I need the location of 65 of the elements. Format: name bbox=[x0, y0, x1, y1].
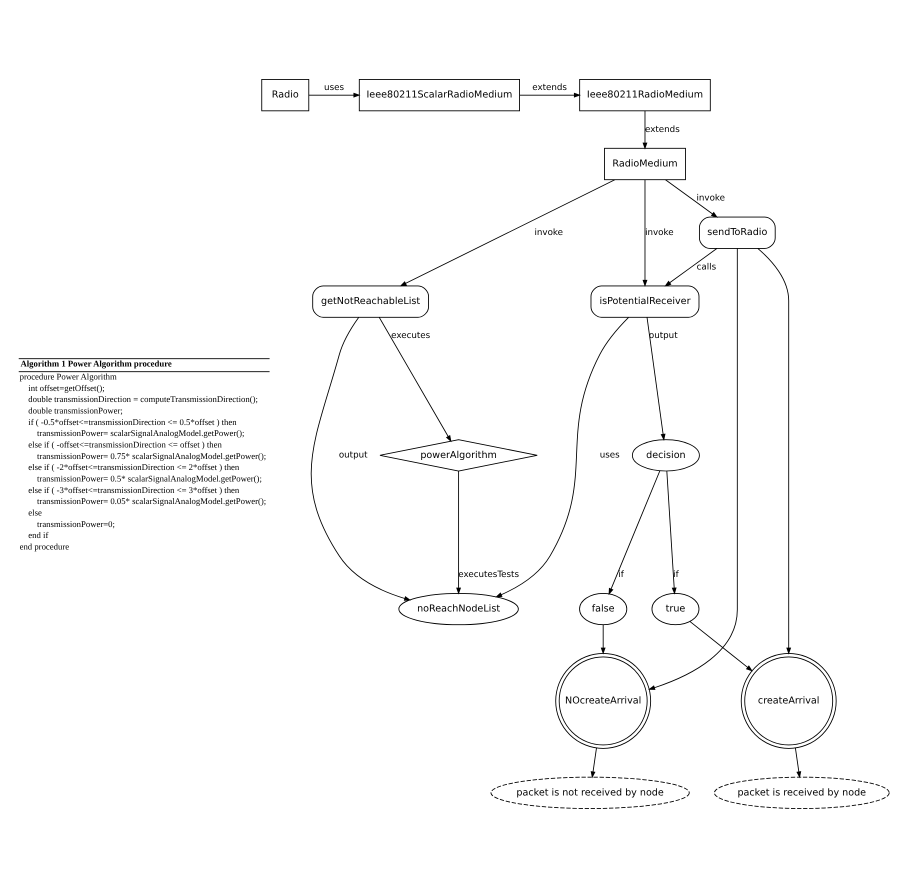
arrow bbox=[519, 92, 581, 98]
label: else if ( -3*offset<=transmissionDirection <= 3*offset ) then bbox=[28, 484, 240, 494]
edge-label: if bbox=[618, 569, 624, 580]
arrow bbox=[757, 248, 792, 654]
label: procedure Power Algorithm bbox=[20, 371, 117, 382]
edge-label: extends bbox=[645, 124, 680, 134]
label: transmissionPower= 0.5* scalarSignalAnalogModel.getPower(); bbox=[37, 472, 262, 483]
arrow bbox=[608, 470, 660, 595]
label: double transmissionDirection = computeTransmissionDirection(); bbox=[28, 394, 258, 404]
arrow bbox=[642, 178, 648, 286]
arrow bbox=[646, 316, 666, 440]
label: transmissionPower= 0.75* scalarSignalAnalogModel.getPower(); bbox=[37, 450, 266, 460]
arrow bbox=[378, 316, 452, 442]
arrow bbox=[666, 470, 677, 594]
node-ellipse: packet is received by node bbox=[714, 776, 890, 808]
arrow bbox=[308, 92, 360, 98]
label: transmissionPower= scalarSignalAnalogModel.getPower(); bbox=[37, 428, 244, 438]
node-diamond: powerAlgorithm bbox=[380, 438, 538, 471]
label: transmissionPower=0; bbox=[37, 518, 115, 528]
node-box: isPotentialReceiver bbox=[590, 284, 700, 318]
label: else bbox=[28, 506, 42, 517]
edge-label: executes bbox=[391, 330, 430, 341]
node-box: sendToRadio bbox=[699, 216, 776, 248]
edge-label: executesTests bbox=[458, 569, 519, 580]
node-ellipse: decision bbox=[632, 438, 700, 471]
edge-label: extends bbox=[532, 82, 567, 92]
edge-label: uses bbox=[324, 82, 344, 92]
arrow bbox=[690, 620, 753, 672]
edge-label: invoke bbox=[534, 227, 563, 238]
arrow bbox=[600, 624, 606, 654]
label: int offset=getOffset(); bbox=[28, 382, 105, 392]
arrow bbox=[495, 316, 629, 597]
label: transmissionPower= 0.05* scalarSignalAnalogModel.getPower(); bbox=[37, 496, 266, 506]
edge-label: output bbox=[338, 450, 368, 460]
edge-label: invoke bbox=[696, 193, 725, 204]
label: double transmissionPower; bbox=[28, 405, 123, 416]
node-box: Ieee80211ScalarRadioMedium bbox=[358, 78, 520, 111]
node-box: getNotReachableList bbox=[312, 284, 429, 318]
label: else if ( -2*offset<=transmissionDirection <= 2*offset ) then bbox=[28, 462, 240, 472]
edge-label: uses bbox=[600, 450, 620, 460]
node-circle: NOcreateArrival bbox=[555, 652, 652, 748]
label: if ( -0.5*offset<=transmissionDirection <= 0.5*offset ) then bbox=[28, 416, 237, 426]
arrow bbox=[794, 747, 802, 778]
node-box: Ieee80211RadioMedium bbox=[579, 78, 711, 111]
arrow bbox=[456, 470, 462, 594]
arrow bbox=[664, 248, 718, 286]
node-ellipse: false bbox=[579, 592, 628, 625]
arrow bbox=[400, 178, 616, 286]
arrow bbox=[590, 747, 597, 778]
node-circle: createArrival bbox=[740, 652, 837, 748]
edge-label: invoke bbox=[645, 227, 674, 238]
node-box: RadioMedium bbox=[604, 147, 686, 180]
label: Algorithm 1 Power Algorithm procedure bbox=[20, 358, 172, 368]
arrow bbox=[648, 248, 738, 690]
node-box: Radio bbox=[261, 78, 310, 111]
label: end if bbox=[28, 530, 48, 540]
node-ellipse: true bbox=[652, 592, 700, 625]
arrow bbox=[665, 178, 718, 218]
arrow bbox=[310, 316, 412, 600]
arrow bbox=[642, 110, 648, 150]
edge-label: calls bbox=[696, 262, 716, 272]
label: end procedure bbox=[20, 540, 70, 551]
edge-label: if bbox=[673, 569, 679, 580]
label: else if ( -offset<=transmissionDirection <= offset ) then bbox=[28, 438, 222, 449]
node-ellipse: packet is not received by node bbox=[490, 776, 690, 808]
